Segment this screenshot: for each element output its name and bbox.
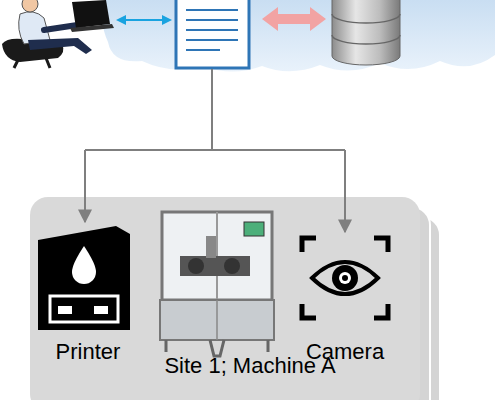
printer-icon bbox=[38, 226, 130, 330]
device-label: Printer bbox=[56, 339, 121, 364]
signal-wire bbox=[85, 69, 345, 232]
machine-illustration bbox=[160, 212, 274, 356]
label-holder: Printer bbox=[33, 339, 143, 364]
double-arrow bbox=[262, 7, 326, 31]
camera-node: Camera bbox=[293, 235, 397, 364]
label-holder: Camera bbox=[293, 339, 397, 364]
device-label: Camera bbox=[306, 339, 384, 364]
double-arrow bbox=[116, 15, 172, 25]
document-icon bbox=[176, 0, 249, 68]
cloud-shape bbox=[102, 0, 495, 72]
database-icon bbox=[332, 0, 400, 65]
camera-icon bbox=[302, 238, 388, 318]
user-figure bbox=[2, 0, 114, 68]
